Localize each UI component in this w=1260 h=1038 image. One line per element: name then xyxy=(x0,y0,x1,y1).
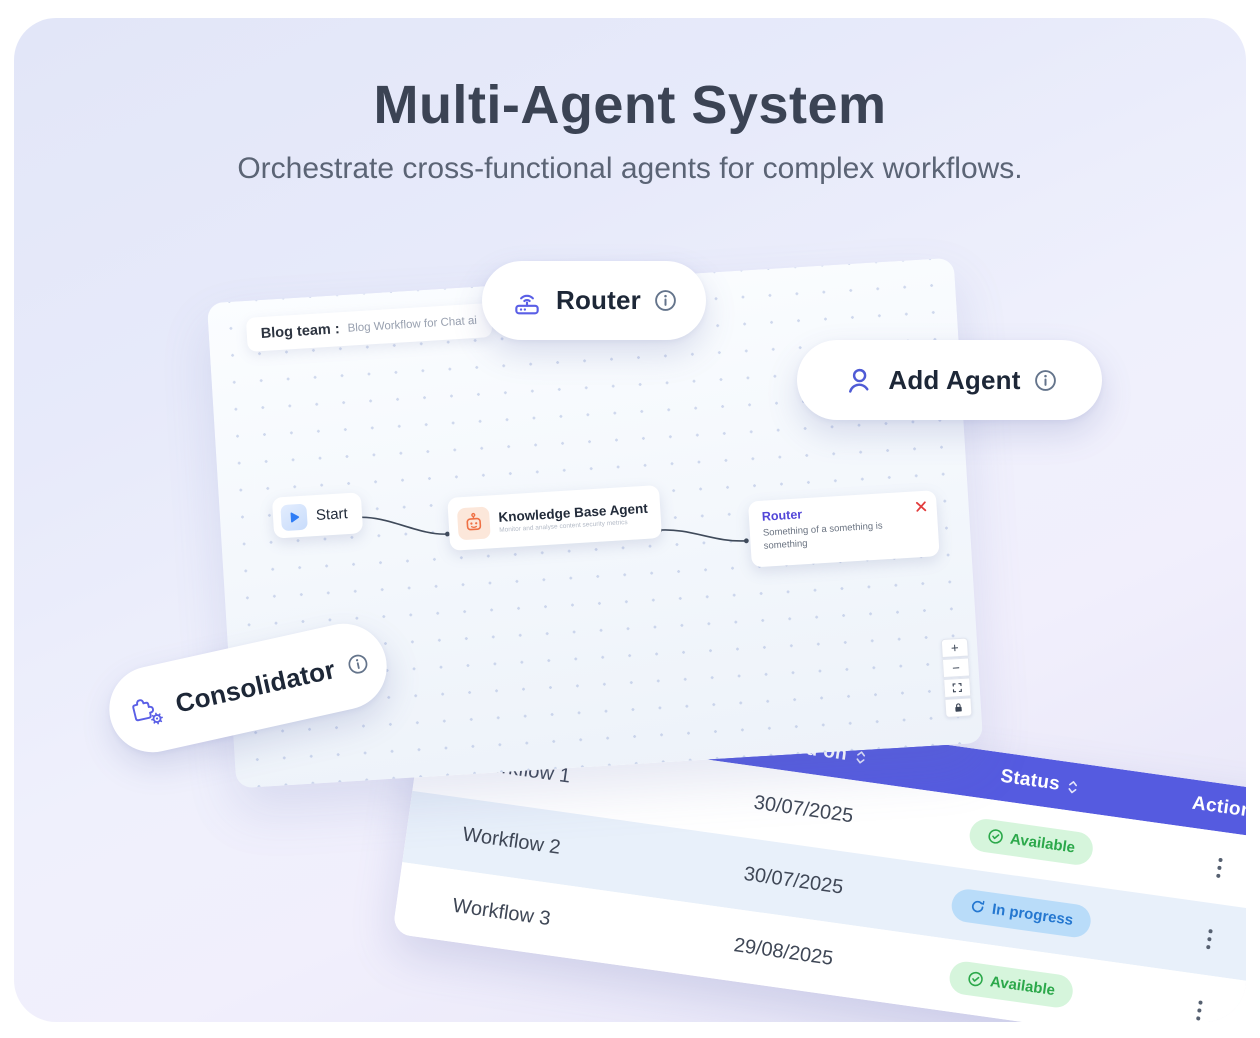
sort-icon[interactable] xyxy=(854,749,867,765)
add-agent-pill-label: Add Agent xyxy=(888,364,1021,395)
robot-icon xyxy=(456,505,491,540)
team-chip-value: Blog Workflow for Chat ai xyxy=(347,314,478,335)
fit-view-icon xyxy=(952,682,962,693)
table-header-status[interactable]: Status xyxy=(937,744,1142,819)
row-actions-menu-icon[interactable] xyxy=(1196,1000,1203,1021)
close-icon[interactable] xyxy=(915,499,927,518)
page-subtitle: Orchestrate cross-functional agents for … xyxy=(237,152,1023,185)
router-node-body: Something of a something is something xyxy=(762,520,883,552)
in-progress-icon xyxy=(971,900,985,913)
workflow-added-on: 30/07/2025 xyxy=(742,862,845,899)
table-header-row: Added on Status Actions xyxy=(422,672,1246,845)
knowledge-base-agent-node[interactable]: Knowledge Base Agent Monitor and analyse… xyxy=(447,485,663,551)
status-badge: Available xyxy=(947,959,1076,1010)
consolidator-pill-label: Consolidator xyxy=(172,653,338,719)
workflow-added-on: 30/07/2025 xyxy=(752,791,855,827)
info-icon[interactable] xyxy=(345,651,370,676)
canvas-controls: + − xyxy=(940,637,973,718)
workflow-added-on: 29/08/2025 xyxy=(732,933,835,970)
check-circle-icon xyxy=(968,971,983,987)
row-actions-menu-icon[interactable] xyxy=(1206,929,1213,950)
page-title: Multi-Agent System xyxy=(373,75,887,135)
zoom-out-button[interactable]: − xyxy=(941,657,971,679)
lock-icon xyxy=(955,703,962,712)
workflow-name: Workflow 3 xyxy=(451,894,552,930)
table-header-added-on[interactable]: Added on xyxy=(680,708,944,792)
hero-section: Multi-Agent System Orchestrate cross-fun… xyxy=(14,18,1246,1022)
agent-person-icon xyxy=(849,368,869,393)
workflow-name: Workflow 2 xyxy=(461,822,562,859)
add-agent-pill[interactable]: Add Agent xyxy=(797,340,1102,420)
zoom-in-button[interactable]: + xyxy=(940,637,969,659)
table-header-actions-label: Actions xyxy=(1190,792,1246,824)
table-row[interactable]: Workflow 3 29/08/2025 Available xyxy=(392,862,1246,1022)
row-actions-menu-icon[interactable] xyxy=(1216,857,1223,879)
router-icon xyxy=(515,294,539,314)
router-node-card[interactable]: Router Something of a something is somet… xyxy=(747,490,940,568)
fit-view-button[interactable] xyxy=(943,677,972,698)
status-badge: In progress xyxy=(949,886,1094,939)
team-chip-label: Blog team : xyxy=(260,321,341,343)
play-icon xyxy=(280,503,308,531)
check-circle-icon xyxy=(988,829,1003,844)
table-row[interactable]: Workflow 2 30/07/2025 In progress xyxy=(402,790,1246,988)
consolidator-pill[interactable]: Consolidator xyxy=(101,615,395,761)
info-icon[interactable] xyxy=(1034,369,1057,392)
lock-button[interactable] xyxy=(944,697,973,718)
status-badge: Available xyxy=(967,816,1096,867)
workflow-table: Added on Status Actions Workflow 1 30/07… xyxy=(392,672,1246,1022)
start-node-label: Start xyxy=(315,505,349,525)
router-pill[interactable]: Router xyxy=(482,261,706,340)
table-header-status-label: Status xyxy=(999,765,1062,795)
start-node[interactable]: Start xyxy=(271,492,364,539)
team-chip[interactable]: Blog team : Blog Workflow for Chat ai xyxy=(245,303,492,352)
consolidator-puzzle-gear-icon xyxy=(132,699,164,725)
sort-icon[interactable] xyxy=(1067,779,1080,795)
info-icon[interactable] xyxy=(654,289,677,312)
table-row[interactable]: Workflow 1 30/07/2025 Available xyxy=(412,719,1246,917)
router-pill-label: Router xyxy=(556,285,641,315)
